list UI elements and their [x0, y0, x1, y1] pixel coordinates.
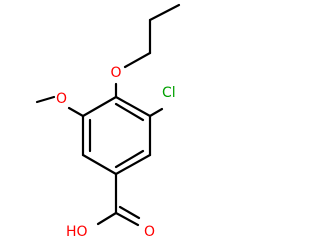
- bond-carboxyl-c-oh: [96, 211, 118, 226]
- ring-inner-bond-c6-c1: [114, 149, 145, 169]
- bond-ring-o-methoxy: [67, 106, 85, 118]
- ring-bond-c2-c3: [114, 95, 152, 118]
- bond-o-propyl-c1: [123, 51, 152, 69]
- bond-carbonyl-inner: [118, 205, 141, 220]
- structure-canvas: Cl O O O HO: [35, 3, 181, 240]
- hydroxyl-label: HO: [66, 224, 88, 240]
- propoxy-oxygen-label: O: [110, 65, 121, 81]
- carbonyl-oxygen-label: O: [144, 224, 155, 240]
- ring-bond-c3-c4: [81, 95, 118, 118]
- ring-bond-c5-c6: [81, 153, 118, 176]
- methoxy-oxygen-label: O: [56, 91, 67, 107]
- bond-o-methyl: [35, 95, 56, 104]
- bond-ring-cl: [148, 107, 164, 118]
- ring-bond-c6-c1: [114, 153, 152, 176]
- bond-carbonyl-outer: [114, 211, 140, 227]
- bond-propyl-c2-c3: [148, 3, 181, 22]
- molecule-structure: Cl O O O HO: [35, 3, 181, 240]
- chlorine-label: Cl: [162, 85, 176, 101]
- ring-inner-bond-c2-c3: [114, 102, 145, 122]
- benzene-ring: [81, 95, 152, 176]
